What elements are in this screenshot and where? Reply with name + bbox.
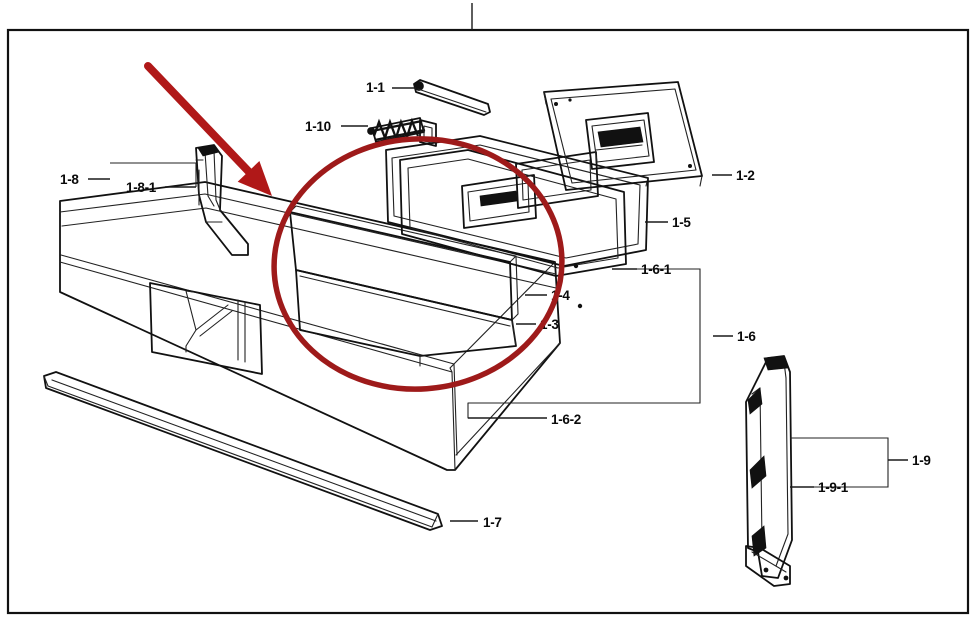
callout-label-1-5: 1-5 [672, 215, 691, 230]
callout-label-1-9-1: 1-9-1 [818, 480, 849, 495]
connector-stubs [467, 263, 583, 419]
part-1-2-outer-upper-panel [543, 81, 703, 191]
part-1-6-inner-frame [399, 149, 627, 277]
pointer-arrow [144, 62, 272, 196]
callout-label-1-10: 1-10 [305, 119, 331, 134]
callout-label-1-9: 1-9 [912, 453, 931, 468]
callout-brackets [110, 162, 889, 488]
part-1-9-side-pillar-trim [745, 355, 793, 587]
bracket-1-9 [790, 437, 889, 488]
callout-label-1-1: 1-1 [366, 80, 385, 95]
diagram-frame [6, 3, 970, 615]
part-1-1-hinge-rod [413, 79, 491, 116]
callout-label-1-8-1: 1-8-1 [126, 180, 157, 195]
part-1-10-coil-spring [367, 117, 437, 147]
part-1-7-lower-trim-strip [43, 371, 443, 531]
callout-label-1-8: 1-8 [60, 172, 79, 187]
part-1-3-trim-moulding-lower [295, 269, 517, 367]
highlight-ellipse [271, 136, 565, 392]
part-1-5-inner-panel [385, 135, 649, 267]
tailgate-outer-panel [59, 181, 561, 471]
part-1-4-trim-moulding-upper [289, 205, 519, 321]
callout-labels: 1-11-101-21-51-6-11-61-6-21-41-31-81-8-1… [60, 80, 931, 530]
callout-label-1-6: 1-6 [737, 329, 756, 344]
callout-label-1-2: 1-2 [736, 168, 755, 183]
part-1-8-hinge-bracket [195, 144, 249, 256]
callout-label-1-6-2: 1-6-2 [551, 412, 581, 427]
bracket-1-8 [110, 162, 197, 187]
bracket-1-6 [468, 268, 701, 404]
callout-label-1-7: 1-7 [483, 515, 502, 530]
callout-label-1-6-1: 1-6-1 [641, 262, 672, 277]
